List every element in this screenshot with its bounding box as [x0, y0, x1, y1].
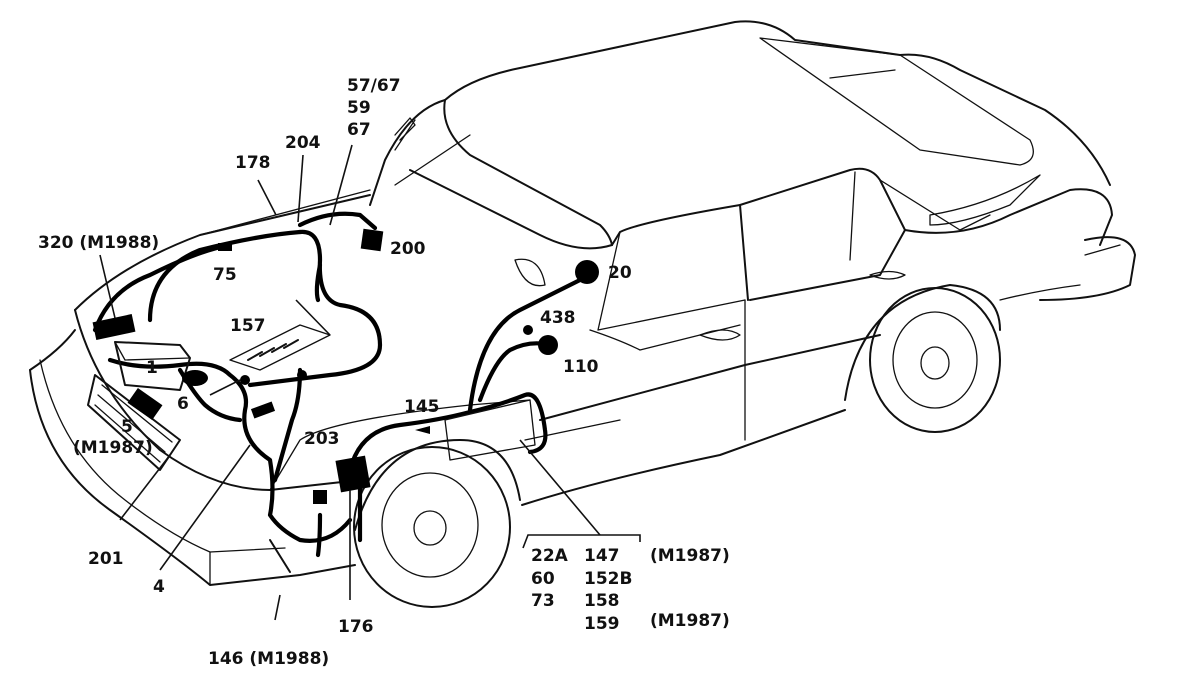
callout-6: 6 — [177, 394, 189, 414]
component-200 — [360, 228, 384, 252]
component-203 — [250, 401, 276, 419]
callout-20: 20 — [608, 263, 632, 283]
callout-57-67: 57/67 — [347, 76, 401, 96]
callout-1: 1 — [146, 358, 158, 378]
table-col2-row2: 152B — [584, 569, 632, 589]
component-6 — [182, 370, 208, 386]
table-col2-row3: 158 — [584, 591, 620, 611]
component-75 — [218, 243, 232, 251]
callout-4: 4 — [153, 577, 165, 597]
component-110 — [538, 335, 558, 355]
car-body — [29, 20, 1136, 608]
callout-438: 438 — [540, 308, 576, 328]
table-note-2: (M1987) — [650, 611, 730, 631]
callout-146: 146 (M1988) — [208, 649, 329, 669]
callout-145: 145 — [404, 397, 440, 417]
callout-67: 67 — [347, 120, 371, 140]
component-145 — [415, 426, 430, 434]
wiring-harness — [92, 211, 593, 558]
callout-176: 176 — [338, 617, 374, 637]
leader-lines — [99, 144, 641, 621]
callout-m1987-front: (M1987) — [73, 438, 153, 458]
components — [92, 228, 599, 504]
callout-157: 157 — [230, 316, 266, 336]
component-320 — [92, 314, 136, 340]
component-438 — [523, 325, 533, 335]
parts-table: 22A 60 73 147 152B 158 159 (M1987) (M198… — [531, 546, 730, 634]
table-col2-row1: 147 — [584, 546, 620, 566]
callout-75: 75 — [213, 265, 237, 285]
callout-201: 201 — [88, 549, 124, 569]
callout-110: 110 — [563, 357, 599, 377]
callout-320: 320 (M1988) — [38, 233, 159, 253]
table-col2-row4: 159 — [584, 614, 620, 634]
callout-200: 200 — [390, 239, 426, 259]
callout-59: 59 — [347, 98, 371, 118]
callout-204: 204 — [285, 133, 321, 153]
component-176 — [335, 455, 371, 493]
callout-203: 203 — [304, 429, 340, 449]
component-5 — [127, 388, 163, 420]
callouts: 320 (M1988) 178 204 57/67 59 67 200 75 1… — [38, 76, 632, 669]
table-col1-row3: 73 — [531, 591, 555, 611]
table-col1-row2: 60 — [531, 569, 555, 589]
table-col1-row1: 22A — [531, 546, 569, 566]
callout-5: 5 — [121, 417, 133, 437]
table-note-1: (M1987) — [650, 546, 730, 566]
component-20 — [575, 260, 599, 284]
callout-178-top: 178 — [235, 153, 271, 173]
component-146 — [313, 490, 327, 504]
